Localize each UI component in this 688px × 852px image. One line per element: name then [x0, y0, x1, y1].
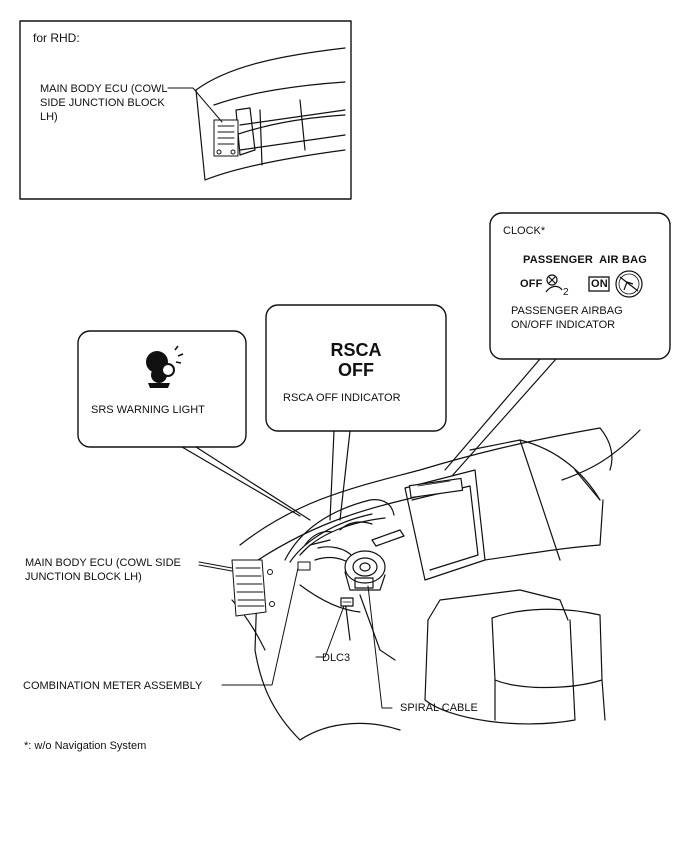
rsca-callout-box: [265, 304, 447, 432]
inset-title: for RHD:: [33, 31, 80, 45]
passenger-airbag-indicator-label: PASSENGER AIRBAG ON/OFF INDICATOR: [511, 305, 623, 331]
inset-main-body-ecu: [213, 119, 239, 157]
dlc3-part: [340, 597, 354, 607]
passenger-airbag-header: PASSENGER AIR BAG: [523, 254, 648, 266]
footnote: *: w/o Navigation System: [24, 740, 147, 752]
combination-meter-label: COMBINATION METER ASSEMBLY: [23, 680, 203, 692]
inset-dashboard-sketch: [195, 47, 346, 181]
dlc3-label: DLC3: [322, 652, 351, 664]
airbag-on-text: ON: [591, 278, 608, 290]
rsca-off-line1: RSCA: [330, 340, 382, 360]
passenger-airbag-off-icon: 2: [545, 274, 569, 298]
inset-ecu-label: MAIN BODY ECU (COWL SIDE JUNCTION BLOCK …: [40, 83, 168, 123]
srs-warning-light-label: SRS WARNING LIGHT: [91, 404, 205, 416]
on-box: [588, 276, 610, 292]
main-body-ecu-label: MAIN BODY ECU (COWL SIDE JUNCTION BLOCK …: [25, 557, 181, 583]
passenger-airbag-on-crossed-icon: [615, 270, 643, 298]
dashboard-drawing: [231, 427, 641, 741]
clock-title: CLOCK*: [503, 225, 546, 237]
main-body-ecu-part: [231, 559, 275, 617]
airbag-person-icon: [146, 345, 184, 388]
inset-frame: [19, 20, 352, 200]
spiral-cable-part: [344, 550, 386, 591]
rsca-off-line2: OFF: [338, 360, 374, 380]
rsca-off-indicator-label: RSCA OFF INDICATOR: [283, 392, 401, 404]
srs-callout-box: [77, 330, 247, 448]
svg-text:2: 2: [563, 287, 569, 298]
clock-callout-box: [489, 212, 671, 360]
spiral-cable-label: SPIRAL CABLE: [400, 702, 478, 714]
airbag-off-text: OFF: [520, 278, 543, 290]
